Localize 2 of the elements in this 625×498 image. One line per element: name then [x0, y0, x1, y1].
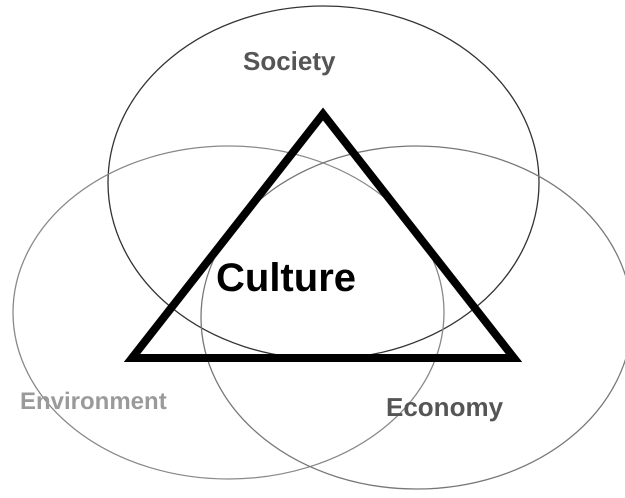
triangle-label: Culture [216, 258, 356, 298]
circle-label: Society [243, 48, 336, 74]
